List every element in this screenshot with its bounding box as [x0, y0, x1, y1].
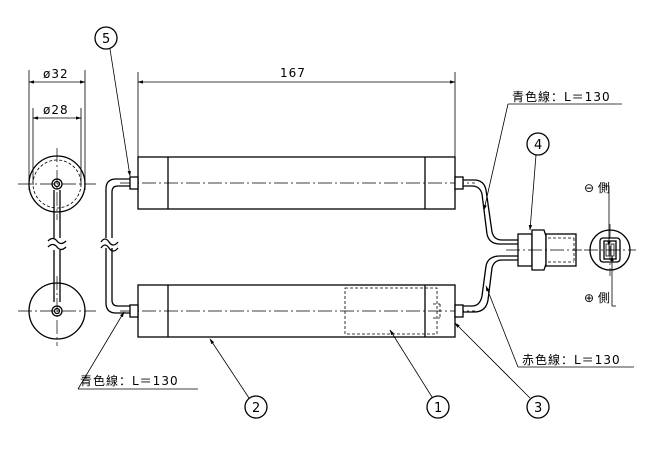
break-symbol-top [47, 237, 67, 245]
connector [506, 229, 582, 271]
callout-4 [526, 132, 550, 156]
callout-1 [426, 395, 450, 419]
leader-4 [528, 154, 537, 231]
wire-red-a [463, 255, 518, 307]
leader-5 [109, 48, 131, 177]
polarity-negative-label: ⊖ 側 [584, 181, 610, 195]
dim-outer-diameter-label: ø32 [43, 67, 69, 81]
wire-blue-top-b [463, 185, 518, 245]
callout-3-label: 3 [534, 401, 542, 416]
cell-bottom-right-tab [454, 304, 464, 318]
leader-1 [389, 329, 433, 398]
connector-face: ⊖ 側 ⊕ 側 [584, 181, 636, 307]
polarity-positive-label: ⊕ 側 [584, 291, 610, 305]
callout-3 [526, 395, 550, 419]
callout-2 [244, 395, 268, 419]
wire-labels: 青色線：L＝130 赤色線：L＝130 青色線：L＝130 [77, 89, 634, 390]
callout-1-label: 1 [434, 401, 442, 416]
leader-red [485, 285, 519, 368]
callout-2-label: 2 [252, 401, 260, 416]
main-view: 167 [100, 66, 518, 338]
wire-blue-top-a [463, 179, 518, 241]
leader-2 [209, 338, 250, 399]
leader-3 [454, 322, 531, 399]
callout-5 [94, 26, 118, 50]
wire-label-red: 赤色線：L＝130 [522, 352, 621, 367]
cell-top-left-tab [129, 176, 139, 190]
wire-red-b [463, 259, 518, 313]
cell-bottom-label-area [344, 287, 438, 335]
wire-label-blue-top: 青色線：L＝130 [512, 89, 611, 104]
leader-blue-top [483, 103, 509, 211]
callout-4-label: 4 [534, 138, 542, 153]
wire-label-blue-bottom: 青色線：L＝130 [80, 373, 179, 388]
cell-bottom-left-tab [129, 304, 139, 318]
dim-inner-diameter-label: ø28 [43, 103, 69, 117]
left-wire-break-bottom [100, 244, 119, 252]
callouts: 5 4 2 1 3 [94, 26, 550, 419]
cell-top-right-tab [454, 176, 464, 190]
callout-5-label: 5 [102, 32, 110, 47]
left-wire-break-top [100, 238, 119, 246]
break-symbol-bottom [47, 243, 67, 251]
end-view: ø32 ø28 [18, 67, 96, 346]
leader-blue-bottom [77, 311, 125, 390]
dim-length-label: 167 [280, 66, 306, 80]
